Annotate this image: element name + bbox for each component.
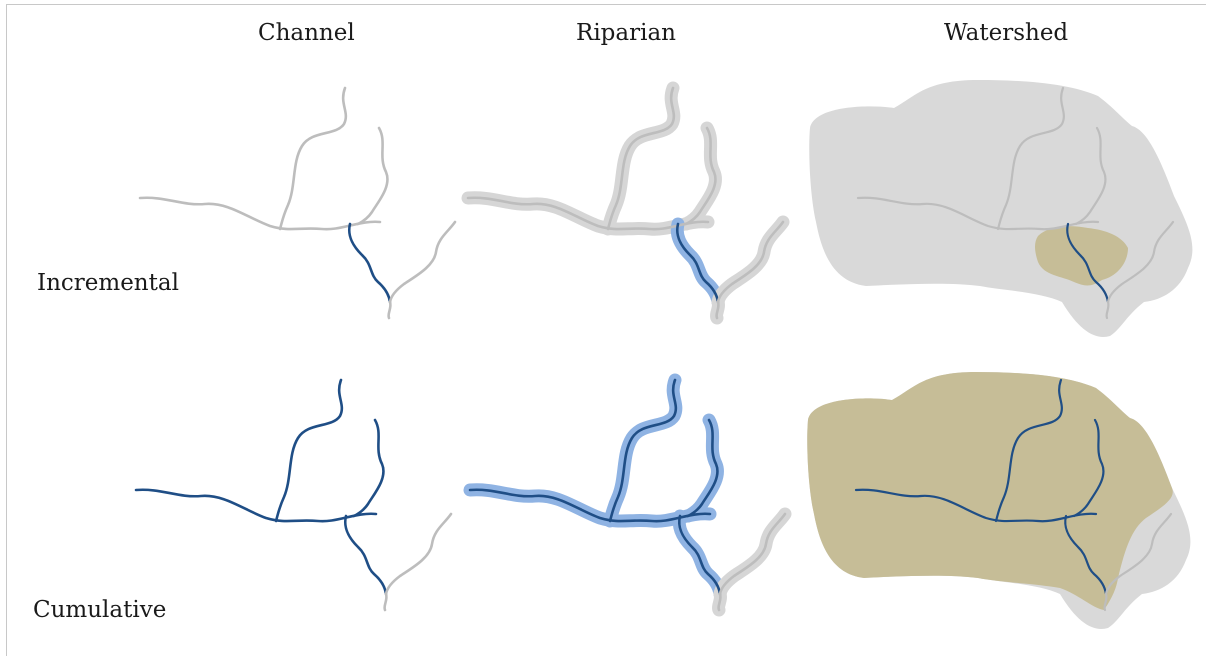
stream-outlet: [383, 592, 388, 612]
stream-mainWest: [466, 196, 710, 231]
row-label-cumulative: Cumulative: [33, 597, 167, 623]
stream-tribNE: [1074, 126, 1107, 226]
stream-mainWest: [138, 196, 382, 231]
stream-outlet: [387, 300, 392, 320]
stream-eastTrib: [1104, 512, 1173, 596]
stream-eastTrib: [1106, 220, 1175, 304]
stream-eastTrib: [716, 220, 785, 304]
stream-mainWest: [134, 488, 378, 523]
stream-tribNE: [352, 418, 385, 518]
stream-outlet: [1105, 300, 1110, 320]
buffer-tribNW: [603, 373, 683, 528]
stream-focal: [675, 222, 720, 304]
buffer-focal: [672, 509, 727, 601]
stream-tribNW: [274, 378, 344, 523]
stream-outlet: [715, 300, 720, 320]
stream-eastTrib: [718, 512, 787, 596]
column-header-riparian: Riparian: [576, 20, 676, 46]
stream-eastTrib: [384, 512, 453, 596]
stream-tribNW: [278, 86, 348, 231]
stream-focal: [1064, 514, 1108, 596]
stream-tribNW: [994, 378, 1063, 523]
stream-tribNE: [684, 126, 717, 226]
buffer-focal: [670, 217, 725, 309]
stream-tribNE: [1072, 418, 1105, 518]
watershed-area: [809, 80, 1193, 337]
stream-eastTrib: [388, 220, 457, 304]
stream-mainWest: [854, 488, 1098, 523]
stream-tribNE: [686, 418, 719, 518]
stream-outlet: [1103, 592, 1108, 612]
column-header-channel: Channel: [258, 20, 355, 46]
stream-mainWest: [856, 196, 1100, 231]
cumulative-catchment: [807, 372, 1173, 610]
stream-tribNE: [356, 126, 389, 226]
stream-tribNW: [996, 86, 1065, 231]
stream-focal: [677, 514, 722, 596]
stream-focal: [347, 222, 392, 304]
stream-tribNW: [608, 378, 678, 523]
column-header-watershed: Watershed: [944, 20, 1069, 46]
stream-outlet: [717, 592, 722, 612]
stream-focal: [1066, 222, 1110, 304]
figure-frame: [6, 4, 1206, 656]
stream-tribNW: [606, 86, 676, 231]
buffer-tribNW: [601, 81, 681, 236]
stream-mainWest: [468, 488, 712, 523]
row-label-incremental: Incremental: [37, 270, 179, 296]
stream-focal: [343, 514, 388, 596]
